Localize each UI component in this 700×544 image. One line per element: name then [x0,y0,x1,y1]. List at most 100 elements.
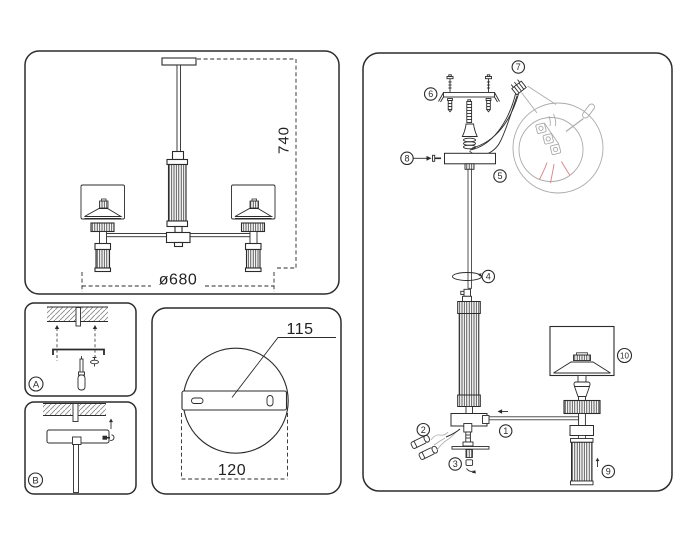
pendant-cylinder [95,248,111,269]
hub-arm-assembly [450,409,579,458]
wall-anchor-icon-right [485,98,492,113]
arrow-left [497,409,503,414]
svg-text:6: 6 [428,89,433,99]
knurled-nut [464,163,475,170]
holder-stack [451,423,490,458]
svg-text:9: 9 [606,467,611,477]
dimension-height [197,58,297,269]
arrow-up-right [92,325,98,329]
column-neck [174,225,183,234]
glass-shade [80,184,125,220]
lamp-left [80,184,125,273]
panel-border [362,52,673,492]
arrow-up-left [54,325,60,329]
callout-2: 2 [416,422,431,437]
svg-text:2: 2 [421,425,426,435]
gear-ring [240,222,266,233]
rotation-indicator [452,272,482,281]
gear-ring [563,399,601,415]
lamp-right [231,184,276,273]
screwdriver-icon [77,356,86,391]
mounting-bracket-assembly [438,74,500,113]
lamp-neck [249,231,258,244]
dim-680-label: ø680 [159,272,197,289]
column-top-cap [457,301,481,314]
badge-b-label: B [32,475,38,486]
screw-icon [90,357,99,367]
mount-bar [181,390,288,411]
wire-red-lines [539,161,571,184]
center-column-assembly [457,288,481,414]
center-column [167,163,187,222]
dimension-120 [181,413,288,480]
column-body [458,313,480,396]
screwdriver-detail-icon [565,103,595,132]
svg-text:7: 7 [516,62,521,72]
small-nut-part [465,459,476,474]
step-a-panel: A [24,302,137,397]
reflector-cone [553,361,611,374]
socket-parts [410,428,461,460]
svg-text:1: 1 [503,426,508,436]
callout-10: 10 [616,347,633,364]
overview-panel: 740 ø680 [24,50,340,295]
pendant-cylinder [245,248,261,269]
threaded-rod [72,403,79,422]
arm-socket [482,415,490,424]
hub-nub [173,241,184,248]
canopy-plate [444,152,496,165]
screw-icon-left [446,74,454,92]
dimension-diameter [81,272,275,292]
callout-3: 3 [448,457,462,471]
gear-ring [90,222,115,233]
detail-bubble [512,85,604,194]
column-neck [465,406,473,414]
shade-neck [577,375,587,383]
callout-7: 7 [511,60,526,74]
bracket-bar [443,92,495,98]
column-bottom-cap [166,220,189,228]
pendant-cap [244,242,262,251]
badge-a-label: A [33,379,40,390]
arrow-right [426,155,432,161]
side-screw-icon [102,434,115,441]
callout-6: 6 [423,87,438,101]
cross-bar [451,446,490,450]
panel-border [151,307,342,495]
holder-cup [573,386,591,397]
svg-text:3: 3 [453,459,458,469]
svg-text:5: 5 [497,171,502,181]
reflector-cone [84,208,123,217]
lamp-neck [99,231,107,244]
assembly-panel: 1 2 3 4 5 6 7 8 9 10 [362,52,673,492]
alignment-guides [56,328,96,361]
screw-icon-right [485,74,492,92]
column-bottom-cap [457,394,481,407]
glass-shade [231,184,276,220]
leader-line [231,337,336,398]
dim-740-label: 740 [275,126,292,154]
chandelier-front-view [80,57,276,273]
down-rod [73,444,79,493]
dim-120-label: 120 [218,462,246,479]
socket-ribbed [573,354,591,361]
panel-border [24,302,137,397]
cap-block [569,425,594,436]
badge-b-circle [27,472,44,488]
center-hub [165,231,191,244]
svg-text:8: 8 [404,154,409,164]
panel-border [24,401,137,495]
svg-text:4: 4 [486,272,491,282]
arm-rod [488,416,579,421]
socket [99,200,109,209]
pendant-cylinder [571,441,593,482]
suspension-rod [467,168,472,289]
socket [249,200,259,209]
slot-horizontal [191,397,204,404]
screw-icon-side [432,154,441,162]
callout-1: 1 [498,424,513,438]
step-b-panel: B [24,401,137,495]
dim-115-label: 115 [286,321,313,338]
